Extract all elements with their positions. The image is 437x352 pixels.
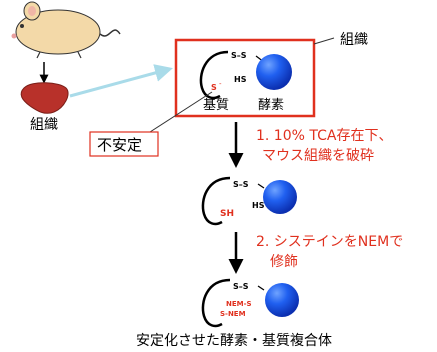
s-nem-label: S-NEM bbox=[220, 310, 246, 318]
tissue-label-top: 組織 bbox=[340, 32, 368, 48]
thiol-label-2: HS bbox=[252, 201, 265, 210]
nem-s-label: NEM-S bbox=[226, 300, 252, 308]
disulfide-label-3: S–S bbox=[233, 282, 249, 291]
disulfide-label-2: S–S bbox=[233, 180, 249, 189]
liver-icon bbox=[20, 82, 69, 114]
substrate-label: 基質 bbox=[203, 98, 229, 113]
unstable-label: 不安定 bbox=[97, 136, 142, 154]
mouse-icon bbox=[11, 1, 121, 59]
tissue-label-left: 組織 bbox=[30, 117, 58, 133]
arrow-liver-to-tissue bbox=[69, 64, 173, 98]
step1-line2: マウス組織を破砕 bbox=[262, 148, 374, 164]
complex-stabilized: S–S NEM-S S-NEM bbox=[201, 278, 299, 328]
step1-line1: 1. 10% TCA存在下、 bbox=[256, 128, 392, 144]
enzyme-sphere-1 bbox=[256, 54, 292, 90]
unstable-box bbox=[89, 131, 159, 157]
enzyme-sphere-3 bbox=[265, 283, 299, 317]
complex-protonated: S–S SH HS bbox=[201, 176, 297, 226]
unstable-pointer bbox=[149, 91, 213, 133]
complex-unstable: S–S S - HS bbox=[199, 50, 292, 100]
step2-line1: 2. システインをNEMで bbox=[256, 234, 403, 250]
thiol-red-label: SH bbox=[220, 209, 234, 219]
final-caption: 安定化させた酵素・基質複合体 bbox=[136, 332, 332, 349]
disulfide-label-1: S–S bbox=[231, 51, 247, 60]
tissue-box bbox=[174, 38, 316, 118]
anion-mark: - bbox=[219, 80, 222, 88]
thiol-label-1: HS bbox=[234, 75, 247, 84]
step2-line2: 修飾 bbox=[270, 254, 298, 270]
tissue-pointer bbox=[313, 37, 335, 45]
enzyme-sphere-2 bbox=[263, 180, 297, 214]
enzyme-label: 酵素 bbox=[258, 98, 284, 113]
thiolate-label: S bbox=[211, 83, 217, 92]
